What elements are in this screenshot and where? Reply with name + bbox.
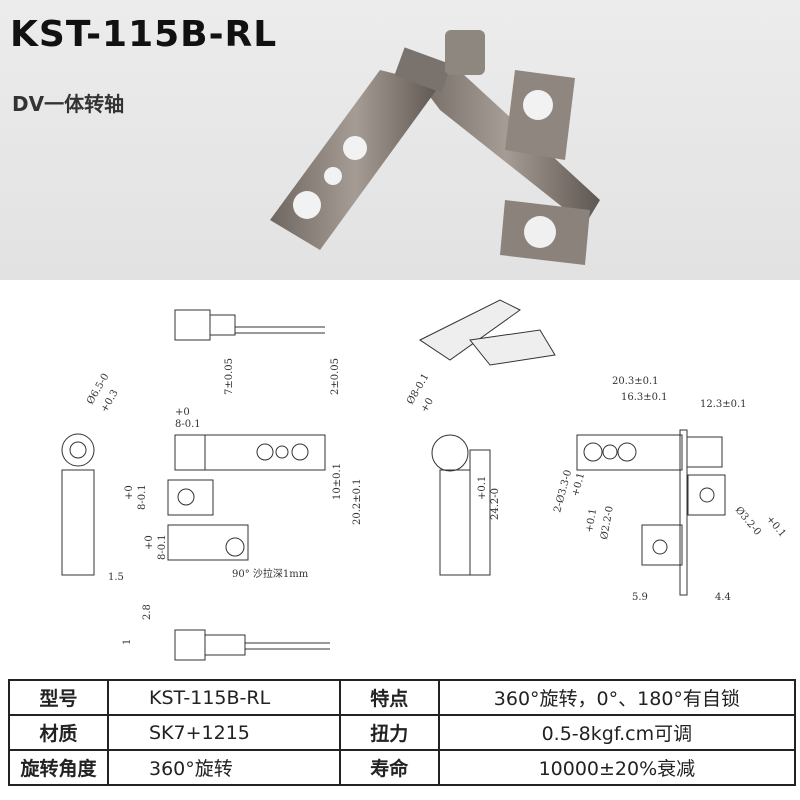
- dim-label: 5.9: [632, 592, 648, 603]
- dim-label: Ø2.2-0: [599, 505, 616, 540]
- dim-label: 1: [122, 639, 133, 645]
- dim-label: 8-0.1: [175, 419, 201, 430]
- dim-label: 16.3±0.1: [621, 392, 668, 403]
- dim-label: 10±0.1: [332, 463, 343, 500]
- dim-label: 4.4: [715, 592, 731, 603]
- dim-label: 2.8: [142, 604, 153, 620]
- product-photo: KST-115B-RL DV一体转轴: [0, 0, 800, 280]
- spec-label: 型号: [8, 679, 109, 716]
- dim-label: 20.3±0.1: [612, 376, 659, 387]
- spec-label: 旋转角度: [8, 749, 109, 786]
- spec-table: 型号 KST-115B-RL 特点 360°旋转，0°、180°有自锁 材质 S…: [8, 679, 797, 786]
- spec-value: 0.5-8kgf.cm可调: [437, 714, 797, 751]
- table-row: 型号 KST-115B-RL 特点 360°旋转，0°、180°有自锁: [8, 679, 797, 716]
- product-subtitle: DV一体转轴: [12, 92, 125, 116]
- dim-label: 1.5: [108, 572, 124, 583]
- spec-value: 10000±20%衰减: [437, 749, 797, 786]
- spec-label: 材质: [8, 714, 109, 751]
- technical-drawing: 7±0.05 2±0.05 +0.3 Ø6.5-0 1.5 +0 8-0.1 1…: [61, 299, 788, 661]
- product-title: KST-115B-RL: [10, 14, 278, 55]
- table-row: 旋转角度 360°旋转 寿命 10000±20%衰减: [8, 749, 797, 786]
- dim-label: +0: [144, 535, 155, 550]
- spec-value: 360°旋转，0°、180°有自锁: [437, 679, 797, 716]
- dim-label: 90° 沙拉深1mm: [232, 567, 309, 580]
- dim-label: 2±0.05: [330, 358, 341, 395]
- dim-label: 7±0.05: [224, 358, 235, 395]
- spec-label: 扭力: [338, 714, 440, 751]
- dim-label: +0: [124, 485, 135, 500]
- dim-label: +0.1: [584, 508, 599, 534]
- spec-value: KST-115B-RL: [107, 679, 341, 716]
- spec-label: 寿命: [338, 749, 440, 786]
- dim-label: 12.3±0.1: [700, 399, 747, 410]
- dim-label: Ø3.2-0: [733, 505, 763, 538]
- dim-label: 20.2±0.1: [352, 478, 363, 525]
- table-row: 材质 SK7+1215 扭力 0.5-8kgf.cm可调: [8, 714, 797, 751]
- spec-label: 特点: [338, 679, 440, 716]
- dim-label: 8-0.1: [157, 534, 168, 560]
- dim-label: +0: [419, 396, 436, 414]
- spec-value: SK7+1215: [107, 714, 341, 751]
- dim-label: +0: [175, 407, 190, 418]
- dim-label: 24.2-0: [490, 488, 501, 520]
- dim-label: 8-0.1: [137, 484, 148, 510]
- dim-label: +0.1: [764, 514, 788, 540]
- spec-value: 360°旋转: [107, 749, 341, 786]
- dim-label: +0.1: [477, 476, 488, 500]
- hinge-photo-image: [270, 30, 600, 265]
